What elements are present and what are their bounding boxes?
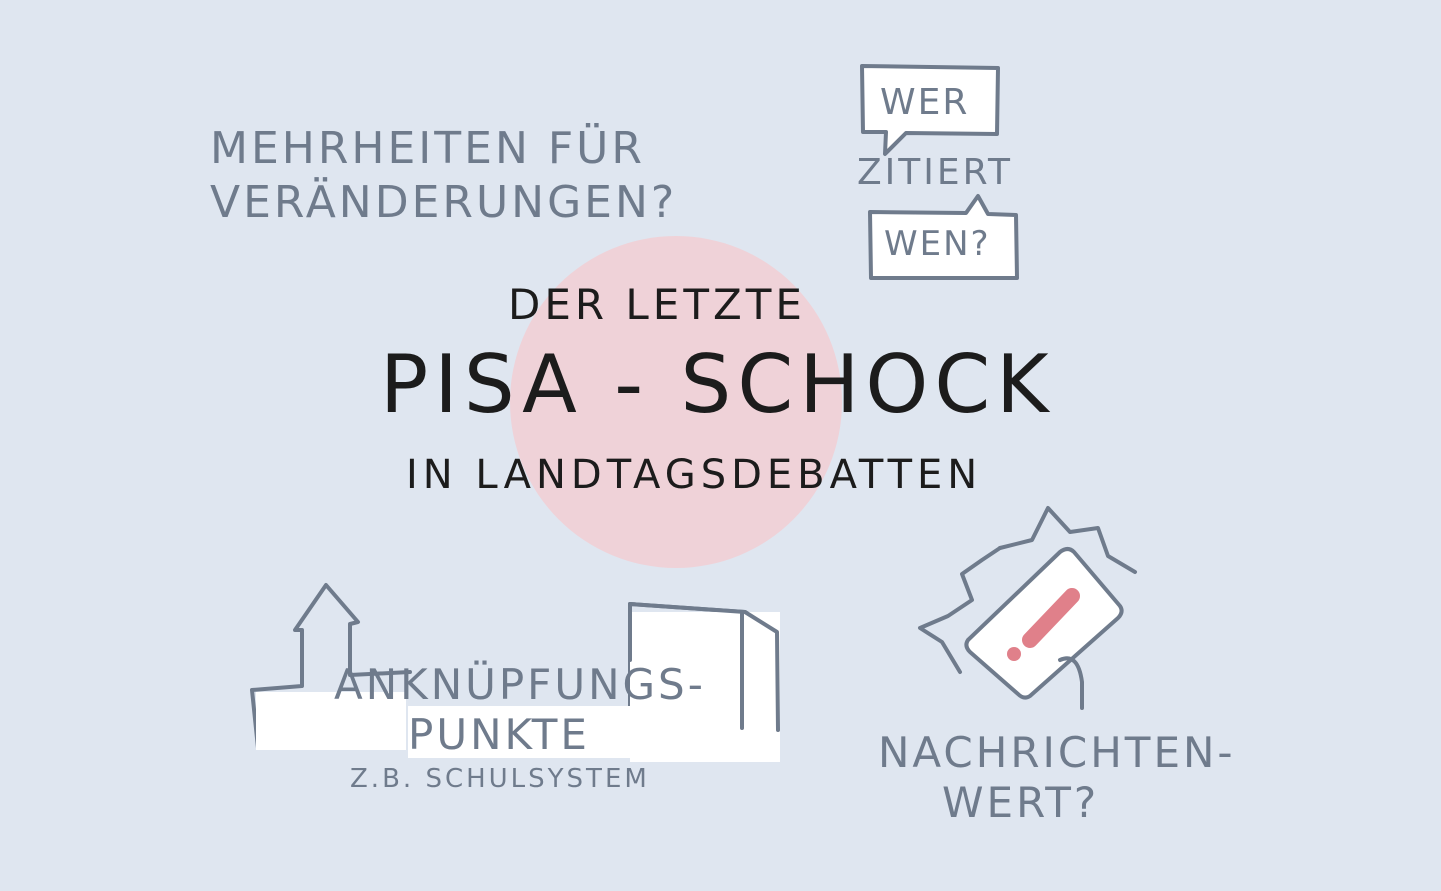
highlight-circle — [510, 236, 842, 568]
speech-bubble-top-icon — [860, 64, 1000, 156]
speech-bubble-bottom-icon — [868, 194, 1019, 280]
connection-points-line2: punkte — [408, 710, 590, 759]
title-line1: Der letzte — [508, 280, 806, 329]
connection-points-line1: Anknüpfungs- — [334, 660, 706, 709]
building-fill-left — [256, 692, 406, 750]
building-outline-right — [628, 602, 780, 732]
news-value-line1: Nachrichten- — [878, 728, 1236, 777]
citation-bubble-bottom-text: wen? — [884, 224, 991, 264]
citation-middle-text: zitiert — [857, 152, 1014, 193]
page-title: PISA - SCHOCK — [380, 338, 1055, 431]
connection-points-label: Anknüpfungs- punkte — [334, 660, 706, 760]
building-fill-middle — [408, 706, 630, 758]
burst-lines-icon — [918, 506, 1137, 674]
citation-bubble-top-text: Wer — [880, 82, 970, 123]
majorities-line1: Mehrheiten für — [210, 123, 645, 174]
building-fill-right — [630, 612, 780, 762]
connection-points-example: z.B. Schulsystem — [350, 764, 650, 794]
title-line3: in Landtagsdebatten — [406, 452, 983, 498]
majorities-line2: Veränderungen? — [210, 177, 678, 228]
phone-alert-icon — [964, 547, 1124, 710]
news-value-line2: wert? — [942, 778, 1100, 827]
news-value-label: Nachrichten- wert? — [878, 728, 1236, 828]
majorities-question: Mehrheiten für Veränderungen? — [210, 122, 677, 230]
